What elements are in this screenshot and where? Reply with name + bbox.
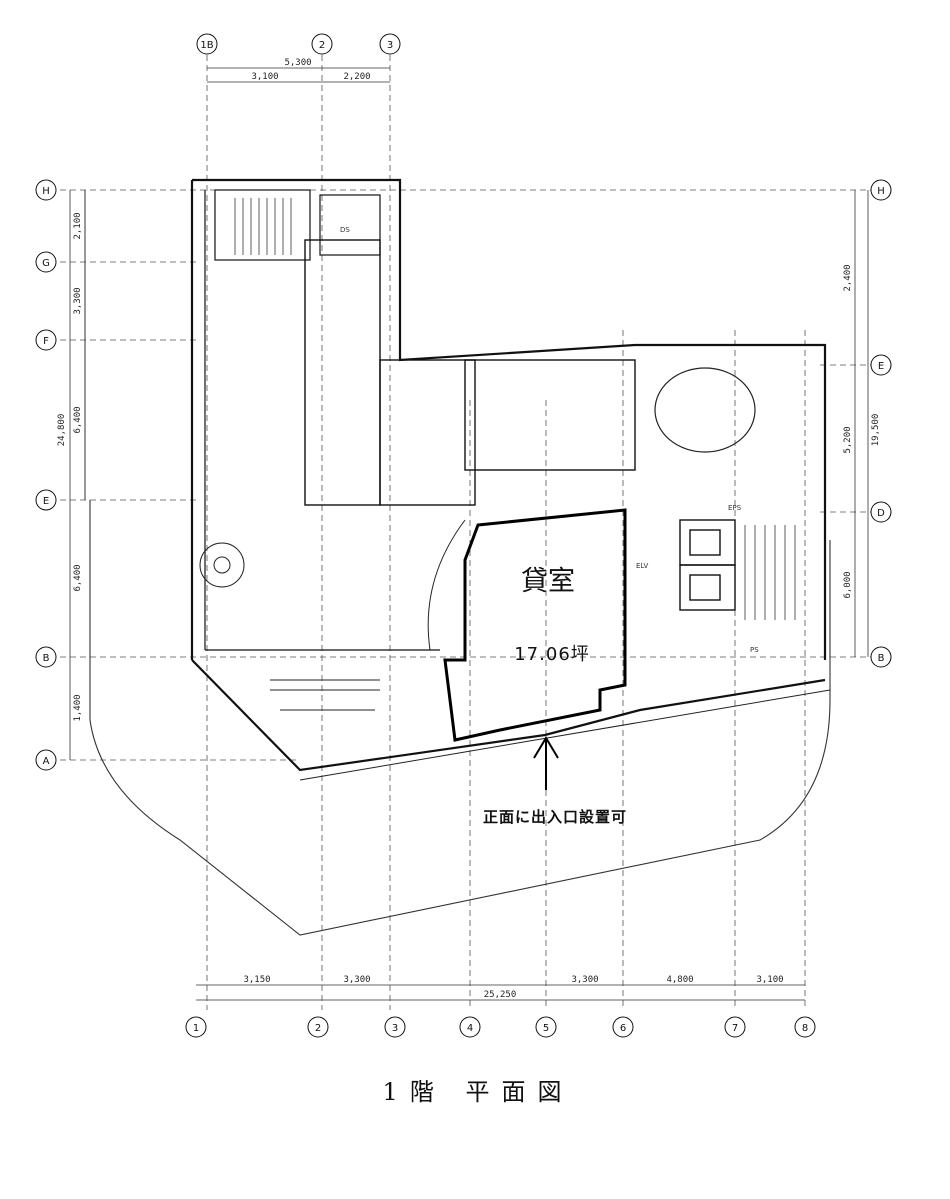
dim-bottom-part-3: 3,300 (571, 975, 598, 985)
ps-label: PS (750, 646, 759, 654)
dim-bottom-total: 25,250 (484, 990, 517, 1000)
dim-bottom-part-2: 3,300 (343, 975, 370, 985)
dim-top-part-1: 3,100 (251, 72, 278, 82)
round-feature (654, 367, 756, 453)
dim-left-part-2: 3,300 (73, 287, 83, 314)
grid-bubbles-right (870, 179, 892, 668)
entrance-arrow (533, 736, 559, 790)
entrance-note: 正面に出入口設置可 (483, 808, 627, 826)
grid-label-right-2: E (878, 361, 884, 372)
grid-label-left-2: G (42, 258, 50, 269)
grid-label-bottom-1: 1 (193, 1023, 199, 1034)
grid-bubbles-top (196, 33, 401, 55)
dim-bottom-part-1: 3,150 (243, 975, 270, 985)
grid-label-bottom-8: 8 (802, 1023, 808, 1034)
grid-label-right-4: B (878, 653, 885, 664)
grid-label-left-5: B (43, 653, 50, 664)
grid-label-right-1: H (877, 186, 885, 197)
dim-right-total: 19,500 (871, 414, 881, 447)
elevators (679, 519, 736, 611)
grid-bubbles-left (35, 179, 57, 771)
tenant-room-outline (443, 508, 627, 742)
eps-label: EPS (728, 504, 742, 512)
room-name: 貸室 (521, 566, 575, 597)
dim-left-total: 24,800 (57, 414, 67, 447)
grid-label-bottom-7: 7 (732, 1023, 738, 1034)
stair-hatch (234, 198, 796, 620)
drawing-title: 1階 平面図 (383, 1078, 574, 1106)
door-swing (427, 519, 466, 651)
dim-left-part-1: 2,100 (73, 212, 83, 239)
grid-label-bottom-2: 2 (315, 1023, 321, 1034)
dim-top-part-2: 2,200 (343, 72, 370, 82)
grid-label-left-4: E (43, 496, 49, 507)
frontage (270, 679, 831, 781)
dimension-lines (69, 67, 869, 1001)
grid-label-left-1: H (42, 186, 50, 197)
dim-left-part-5: 1,400 (73, 694, 83, 721)
grid-label-top-2: 2 (319, 40, 325, 51)
dim-bottom-part-4: 4,800 (666, 975, 693, 985)
grid-label-top-3: 3 (387, 40, 393, 51)
grid-label-bottom-4: 4 (467, 1023, 473, 1034)
room-area: 17.06坪 (514, 644, 590, 665)
spiral-stair (199, 542, 245, 588)
grid-label-bottom-3: 3 (392, 1023, 398, 1034)
ds-label: DS (340, 226, 350, 234)
dim-right-part-3: 6,000 (843, 571, 853, 598)
grid-label-bottom-6: 6 (620, 1023, 626, 1034)
grid-label-top-1: 1B (200, 40, 213, 51)
site-boundary (89, 500, 831, 936)
grid-label-left-3: F (43, 336, 49, 347)
dim-top-total: 5,300 (284, 58, 311, 68)
grid-lines (60, 55, 880, 1010)
grid-label-left-6: A (43, 756, 50, 767)
grid-label-right-3: D (877, 508, 885, 519)
dim-left-part-3: 6,400 (73, 406, 83, 433)
building-walls (190, 178, 827, 772)
dim-bottom-part-5: 3,100 (756, 975, 783, 985)
dim-right-part-1: 2,400 (843, 264, 853, 291)
grid-label-bottom-5: 5 (543, 1023, 549, 1034)
elv-label: ELV (636, 562, 649, 570)
dim-left-part-4: 6,400 (73, 564, 83, 591)
dim-right-part-2: 5,200 (843, 426, 853, 453)
grid-bubbles-bottom (185, 1016, 816, 1038)
